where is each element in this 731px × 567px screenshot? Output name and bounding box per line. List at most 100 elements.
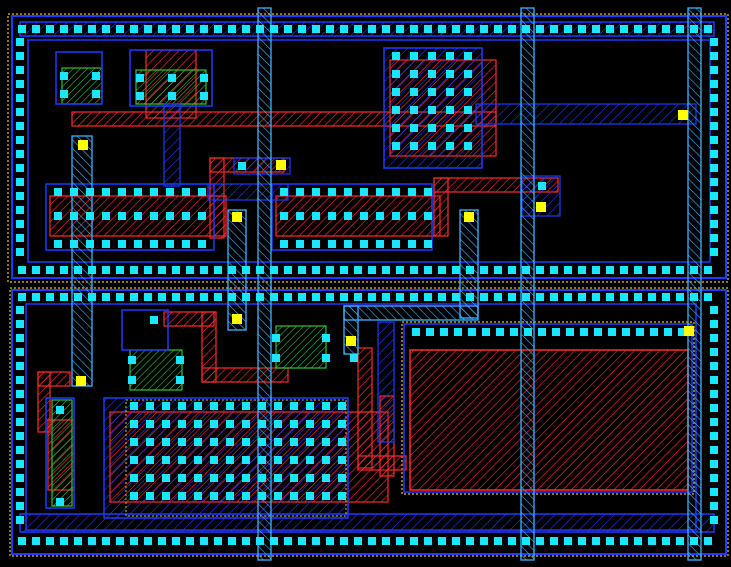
contact: [194, 474, 202, 482]
contact: [710, 404, 718, 412]
m2-route-right-h: [343, 305, 479, 321]
contact: [620, 266, 628, 274]
contact: [134, 212, 142, 220]
contact: [408, 240, 416, 248]
contact: [16, 334, 24, 342]
contact: [710, 306, 718, 314]
contact: [322, 420, 330, 428]
contact: [690, 25, 698, 33]
contact: [710, 136, 718, 144]
contact: [322, 474, 330, 482]
poly-route-v4: [357, 347, 373, 469]
contact: [86, 188, 94, 196]
contact: [56, 406, 64, 414]
contact: [128, 376, 136, 384]
contact: [200, 25, 208, 33]
contact: [16, 432, 24, 440]
contact: [256, 266, 264, 274]
contact: [634, 266, 642, 274]
contact: [70, 212, 78, 220]
contact: [662, 293, 670, 301]
contact: [162, 456, 170, 464]
contact: [54, 240, 62, 248]
contact: [396, 25, 404, 33]
contact: [466, 266, 474, 274]
contact: [74, 293, 82, 301]
contact: [16, 362, 24, 370]
contact: [130, 537, 138, 545]
contact: [424, 212, 432, 220]
contact: [510, 328, 518, 336]
m1-finger-left: [45, 183, 215, 251]
contact: [158, 25, 166, 33]
contact: [130, 402, 138, 410]
contact: [168, 92, 176, 100]
contact: [290, 474, 298, 482]
contact: [690, 293, 698, 301]
contact: [200, 293, 208, 301]
diff-left-strip: [51, 399, 73, 507]
contact: [564, 266, 572, 274]
contact: [214, 266, 222, 274]
m1-cell-1: [55, 51, 103, 105]
contact: [16, 348, 24, 356]
contact: [410, 25, 418, 33]
contact: [306, 402, 314, 410]
contact: [32, 293, 40, 301]
contact: [272, 354, 280, 362]
contact: [424, 25, 432, 33]
contact: [606, 537, 614, 545]
contact: [508, 293, 516, 301]
contact: [464, 70, 472, 78]
contact: [410, 88, 418, 96]
contact: [274, 456, 282, 464]
contact: [508, 537, 516, 545]
contact: [354, 25, 362, 33]
contacts-layer: [16, 25, 718, 545]
contact: [210, 474, 218, 482]
contact: [16, 38, 24, 46]
contact: [92, 90, 100, 98]
via: [678, 110, 688, 120]
contact: [464, 124, 472, 132]
contact: [60, 72, 68, 80]
contact: [704, 25, 712, 33]
contact: [298, 293, 306, 301]
contact: [438, 25, 446, 33]
contact: [376, 188, 384, 196]
contact: [172, 293, 180, 301]
contact: [102, 537, 110, 545]
contact: [32, 25, 40, 33]
via: [78, 140, 88, 150]
contact: [54, 212, 62, 220]
contact: [440, 328, 448, 336]
contact: [536, 25, 544, 33]
contact: [662, 266, 670, 274]
contact: [648, 266, 656, 274]
contact: [634, 25, 642, 33]
contact: [536, 293, 544, 301]
contact: [410, 266, 418, 274]
contact: [634, 537, 642, 545]
contact: [298, 25, 306, 33]
contact: [592, 293, 600, 301]
contact: [340, 293, 348, 301]
contact: [322, 354, 330, 362]
contact: [578, 293, 586, 301]
contact: [18, 293, 26, 301]
contact: [360, 188, 368, 196]
contact: [410, 52, 418, 60]
contact: [494, 266, 502, 274]
contact: [710, 362, 718, 370]
contact: [446, 70, 454, 78]
contact: [178, 474, 186, 482]
contact: [298, 537, 306, 545]
contact: [280, 240, 288, 248]
contact: [710, 488, 718, 496]
contact: [392, 124, 400, 132]
contact: [676, 293, 684, 301]
contact: [710, 38, 718, 46]
contact: [150, 188, 158, 196]
contact: [710, 220, 718, 228]
contact: [648, 537, 656, 545]
